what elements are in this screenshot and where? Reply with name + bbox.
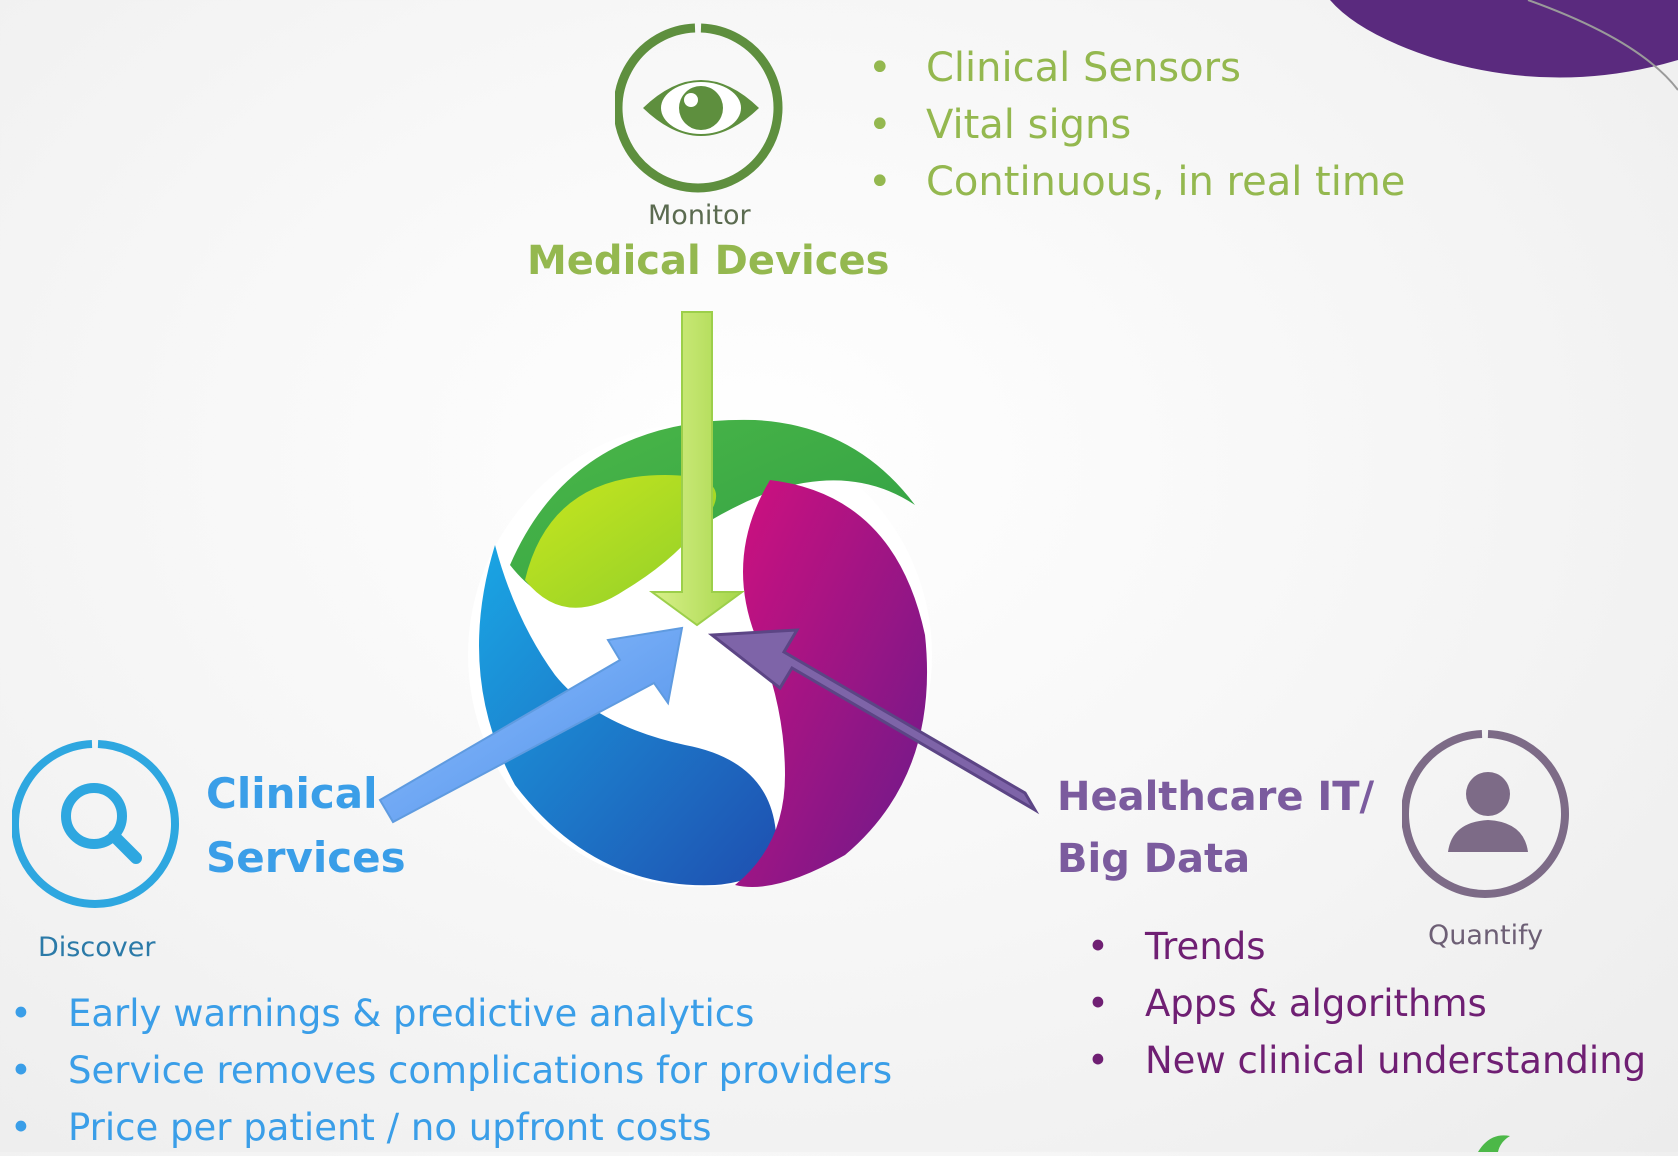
medical-devices-title: Medical Devices bbox=[527, 238, 890, 284]
list-item: •Vital signs bbox=[858, 97, 1405, 154]
monitor-caption: Monitor bbox=[648, 200, 751, 231]
footer-logo-fragment bbox=[1478, 1135, 1510, 1152]
left-bullet-list: •Early warnings & predictive analytics •… bbox=[0, 985, 892, 1156]
list-item: •Service removes complications for provi… bbox=[0, 1042, 892, 1099]
right-bullet-list: •Trends •Apps & algorithms •New clinical… bbox=[1077, 918, 1646, 1089]
bullet-dot: • bbox=[10, 1106, 32, 1149]
clinical-services-line1: Clinical bbox=[206, 769, 378, 818]
bullet-dot: • bbox=[10, 1049, 32, 1092]
search-icon bbox=[12, 740, 179, 908]
person-icon bbox=[1402, 730, 1569, 898]
healthcare-it-line1: Healthcare IT/ bbox=[1057, 774, 1375, 820]
bullet-dot: • bbox=[868, 102, 892, 148]
arrow-medical-devices bbox=[648, 311, 746, 627]
list-item: •New clinical understanding bbox=[1077, 1032, 1646, 1089]
arrow-healthcare-it bbox=[707, 628, 1040, 815]
list-item: •Continuous, in real time bbox=[858, 154, 1405, 211]
bullet-dot: • bbox=[10, 992, 32, 1035]
bullet-dot: • bbox=[868, 45, 892, 91]
bullet-dot: • bbox=[1087, 925, 1109, 968]
list-item: •Price per patient / no upfront costs bbox=[0, 1099, 892, 1156]
bullet-dot: • bbox=[1087, 982, 1109, 1025]
list-item: •Early warnings & predictive analytics bbox=[0, 985, 892, 1042]
list-item: •Trends bbox=[1077, 918, 1646, 975]
quantify-caption: Quantify bbox=[1428, 920, 1544, 951]
list-item: •Apps & algorithms bbox=[1077, 975, 1646, 1032]
list-item: •Clinical Sensors bbox=[858, 40, 1405, 97]
eye-icon bbox=[615, 23, 783, 193]
healthcare-it-line2: Big Data bbox=[1057, 836, 1251, 882]
arrow-clinical-services bbox=[378, 626, 684, 824]
top-bullet-list: •Clinical Sensors •Vital signs •Continuo… bbox=[858, 40, 1405, 211]
discover-caption: Discover bbox=[38, 932, 156, 963]
clinical-services-title: Clinical Services bbox=[206, 762, 406, 890]
bullet-dot: • bbox=[868, 159, 892, 205]
bullet-dot: • bbox=[1087, 1039, 1109, 1082]
clinical-services-line2: Services bbox=[206, 833, 406, 882]
healthcare-it-title: Healthcare IT/ Big Data bbox=[1057, 766, 1374, 890]
